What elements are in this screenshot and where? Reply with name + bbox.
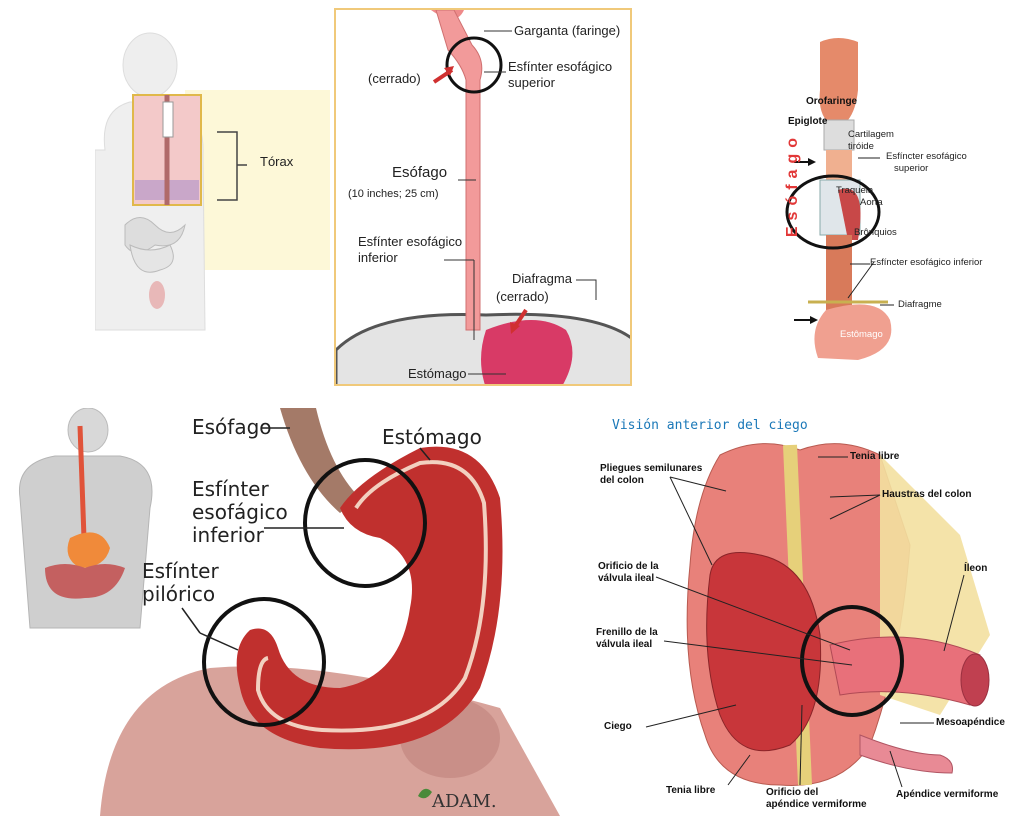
label-cartilagem-2: tiróide — [848, 142, 874, 153]
label-orofaringe: Orofaringe — [806, 96, 857, 108]
label-cerrado-bottom: (cerrado) — [496, 290, 549, 305]
label-esfinter-inferior-1: Esfínter esofágico — [358, 235, 462, 250]
esophagus-anatomy-panel: Orofaringe Epiglote Cartilagem tiróide E… — [708, 30, 1018, 370]
label-cartilagem-1: Cartilagem — [848, 130, 894, 141]
cecum-panel: Visión anterior del ciego Tenia libre Pl… — [580, 415, 1018, 816]
label-esfinter-inf-2: esofágico — [192, 501, 288, 524]
label-esofago: Esófago — [392, 164, 447, 181]
label-diafragme: Diafragme — [898, 300, 942, 311]
label-esfinter-pil-2: pilórico — [142, 583, 215, 606]
label-esfincter-superior-2: superior — [894, 164, 928, 175]
thorax-label: Tórax — [260, 155, 293, 170]
label-esfinter-inf-1: Esfínter — [192, 478, 269, 501]
label-estomago: Estómago — [408, 367, 467, 382]
label-orificio-1: Orificio de la — [598, 561, 659, 573]
label-cerrado-top: (cerrado) — [368, 72, 421, 87]
label-mesoapendice: Mesoapéndice — [936, 717, 1005, 729]
label-traqueia: Traqueia — [836, 186, 873, 197]
label-esfincter-superior-1: Esfíncter esofágico — [886, 152, 967, 163]
label-esfinter-pil-1: Esfínter — [142, 560, 219, 583]
label-esfinter-superior-2: superior — [508, 76, 555, 91]
label-bronquios: Brônquios — [854, 228, 897, 239]
label-aorta: Aorta — [860, 198, 883, 209]
label-diafragma: Diafragma — [512, 272, 572, 287]
label-vertical-esofago: Esófago — [784, 132, 802, 237]
label-esfinter-superior-1: Esfínter esofágico — [508, 60, 612, 75]
label-esfincter-inferior: Esfíncter esofágico inferior — [870, 258, 982, 269]
label-pliegues-1: Pliegues semilunares — [600, 463, 702, 475]
label-frenillo-1: Frenillo de la — [596, 627, 658, 639]
cecum-illustration — [580, 415, 1018, 816]
label-epiglote: Epiglote — [788, 116, 827, 128]
label-estomago-2: Estómago — [382, 426, 482, 449]
label-tenia-libre-top: Tenia libre — [850, 451, 899, 463]
thorax-illustration — [95, 30, 330, 335]
label-orificio-apendice-1: Orificio del — [766, 787, 818, 799]
label-ileon: Íleon — [964, 563, 987, 575]
label-measure: (10 inches; 25 cm) — [348, 188, 438, 201]
label-haustras: Haustras del colon — [882, 489, 971, 501]
label-pliegues-2: del colon — [600, 475, 644, 487]
label-ciego: Ciego — [604, 721, 632, 733]
label-esofago-2: Esófago — [192, 416, 272, 439]
adam-logo: ADAM. — [432, 792, 497, 813]
thorax-panel: Tórax — [95, 30, 330, 335]
label-tenia-libre-bottom: Tenia libre — [666, 785, 715, 797]
label-esfinter-inferior-2: inferior — [358, 251, 398, 266]
label-apendice: Apéndice vermiforme — [896, 789, 998, 801]
stomach-panel: Esófago Estómago Esfínter esofágico infe… — [0, 408, 560, 816]
label-estomago-pt: Estômago — [840, 330, 883, 341]
label-esfinter-inf-3: inferior — [192, 524, 264, 547]
label-frenillo-2: válvula ileal — [596, 639, 652, 651]
label-orificio-apendice-2: apéndice vermiforme — [766, 799, 867, 811]
stomach-illustration — [0, 408, 560, 816]
label-garganta: Garganta (faringe) — [514, 24, 620, 39]
cecum-title: Visión anterior del ciego — [612, 419, 808, 434]
label-orificio-2: válvula ileal — [598, 573, 654, 585]
esophagus-panel: Garganta (faringe) (cerrado) Esfínter es… — [334, 8, 632, 386]
